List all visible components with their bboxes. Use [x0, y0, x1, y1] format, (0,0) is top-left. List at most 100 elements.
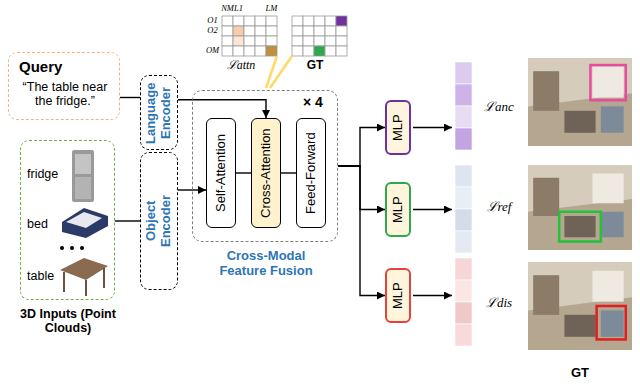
mlp-head: MLP [385, 100, 411, 155]
loss-label: ℒref [476, 200, 522, 214]
bounding-box [590, 65, 625, 100]
connector [338, 166, 385, 210]
encoder-label: Object Encoder [144, 189, 174, 253]
matrix-axis-label: L1 [233, 4, 244, 13]
matrix-axis-label: OM [205, 46, 220, 55]
matrix-cell [244, 36, 255, 46]
matrix-cell [244, 46, 255, 56]
matrix-cell [325, 46, 336, 56]
fridge-pointcloud [72, 150, 94, 202]
connector [281, 172, 296, 173]
encoder-box: Language Encoder [140, 75, 178, 150]
matrix-cell [292, 36, 303, 46]
ellipsis-dot [80, 246, 84, 250]
feature-bar [455, 84, 472, 106]
feature-bar [455, 280, 472, 302]
feature-bar [455, 165, 472, 187]
matrix-cell [314, 16, 325, 26]
matrix-cell [336, 26, 347, 36]
matrix-cell [325, 36, 336, 46]
matrix-cell [255, 16, 266, 26]
object-name: fridge [27, 167, 58, 181]
bed-pointcloud [62, 208, 108, 238]
loss-label: ℒattn [218, 59, 264, 72]
caption: 3D Inputs (Point Clouds) [18, 307, 118, 336]
scene-image [592, 67, 623, 98]
matrix-cell [255, 46, 266, 56]
scene-image [592, 271, 623, 302]
encoder-box: Object Encoder [140, 152, 178, 290]
table-pointcloud [103, 268, 105, 288]
encoder-label: Language Encoder [144, 81, 174, 145]
output-arrow [413, 209, 452, 210]
matrix-cell [314, 36, 325, 46]
feature-bar [455, 187, 472, 209]
scene-image [528, 165, 632, 250]
scene-image [592, 174, 623, 204]
attention-link [266, 56, 277, 88]
matrix-cell [233, 26, 244, 36]
matrix-cell [244, 16, 255, 26]
matrix-cell [314, 26, 325, 36]
matrix-cell [303, 26, 314, 36]
table-pointcloud [63, 272, 65, 292]
feature-bar [455, 128, 472, 150]
matrix-cell [336, 16, 347, 26]
block-label: Feed-Forward [304, 123, 319, 223]
matrix-cell [314, 46, 325, 56]
scene-image [601, 212, 624, 238]
matrix-axis-label: O1 [205, 16, 220, 25]
matrix-cell [336, 46, 347, 56]
scene-image [528, 58, 632, 146]
matrix-cell [233, 46, 244, 56]
scene-image [564, 111, 595, 133]
matrix-cell [266, 26, 277, 36]
matrix-cell [292, 26, 303, 36]
matrix-cell [233, 36, 244, 46]
matrix-cell [303, 46, 314, 56]
fridge-pointcloud [75, 177, 91, 199]
connector [236, 172, 251, 173]
mlp-label: MLP [391, 273, 406, 319]
matrix-cell [244, 26, 255, 36]
mlp-head: MLP [385, 182, 411, 237]
input-panel: fridgebedtable3D Inputs (Point Clouds) [20, 140, 115, 300]
matrix-cell [303, 36, 314, 46]
bounding-box [559, 212, 601, 242]
connector [120, 97, 140, 98]
connector [115, 220, 140, 221]
matrix-cell [292, 16, 303, 26]
matrix-cell [222, 36, 233, 46]
matrix-cell [266, 16, 277, 26]
feature-bar [455, 231, 472, 253]
object-name: table [27, 269, 54, 283]
ellipsis-dot [60, 246, 64, 250]
matrix-cell [255, 26, 266, 36]
mlp-label: MLP [391, 105, 406, 151]
feature-bar [455, 258, 472, 280]
connector [338, 128, 385, 167]
output-arrow [413, 127, 452, 128]
matrix-cell [325, 16, 336, 26]
attention-block: Self-Attention [206, 118, 236, 228]
scene-image [601, 310, 624, 336]
matrix-axis-label: NM [220, 4, 235, 13]
matrix-cell [222, 46, 233, 56]
scene-image [533, 275, 559, 315]
attention-link [270, 56, 292, 88]
fridge-pointcloud [75, 154, 91, 174]
query-text: “The table near the fridge.” [15, 80, 115, 109]
scene-image [601, 106, 624, 132]
feedforward-block: Feed-Forward [296, 118, 326, 228]
feature-bar [455, 106, 472, 128]
scene-image [533, 71, 559, 111]
gt-label: GT [300, 59, 330, 72]
matrix-cell [222, 26, 233, 36]
mlp-label: MLP [391, 187, 406, 233]
block-label: Cross-Attention [259, 123, 274, 223]
feature-bar [455, 209, 472, 231]
table-pointcloud [85, 280, 87, 296]
fusion-module: × 4Cross-Modal Feature FusionSelf-Attent… [192, 90, 338, 242]
attention-block: Cross-Attention [251, 118, 281, 228]
matrix-cell [325, 26, 336, 36]
